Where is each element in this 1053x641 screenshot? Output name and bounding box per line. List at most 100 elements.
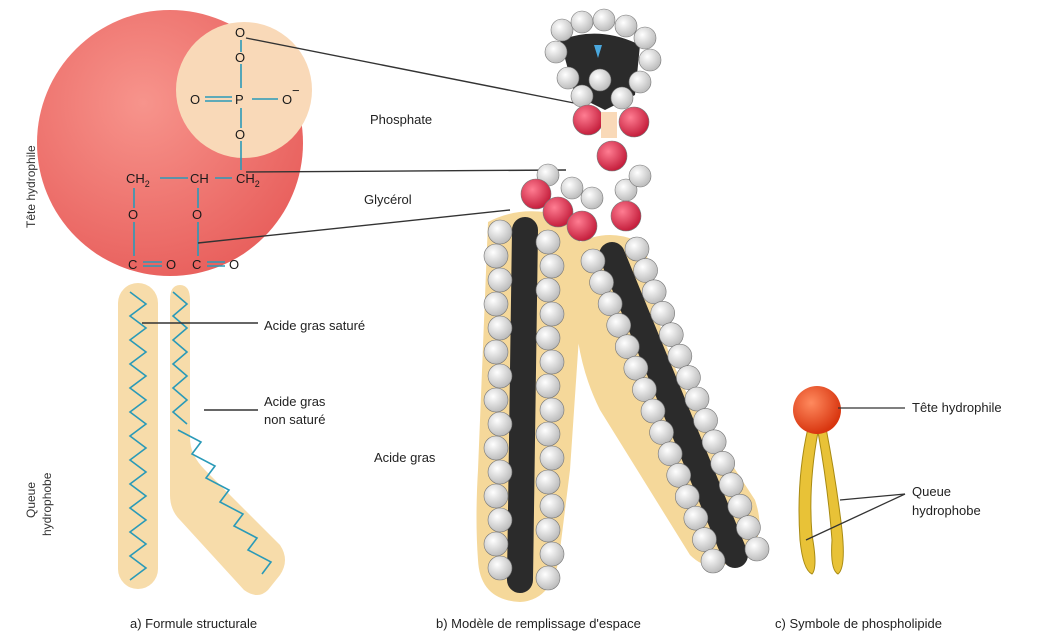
phospholipid-symbol (793, 386, 905, 574)
hydrogen-atom (728, 494, 752, 518)
hydrogen-atom (615, 335, 639, 359)
label-symbol-tail-1: Queue (912, 484, 951, 500)
hydrogen-atom (488, 460, 512, 484)
formula-c-right: C (192, 257, 201, 272)
label-unsaturated-2: non saturé (264, 412, 325, 428)
hydrogen-atom (650, 420, 674, 444)
oxygen-atom (611, 201, 641, 231)
hydrogen-atom (593, 9, 615, 31)
label-fatty-acid: Acide gras (374, 450, 435, 466)
symbol-tail-right (818, 428, 843, 574)
hydrogen-atom (641, 399, 665, 423)
hydrogen-atom (702, 430, 726, 454)
hydrogen-atom (589, 69, 611, 91)
hydrogen-atom (540, 254, 564, 278)
hydrogen-atom (540, 494, 564, 518)
label-glycerol: Glycérol (364, 192, 412, 208)
hydrogen-atom (484, 388, 508, 412)
hydrogen-atom (484, 244, 508, 268)
hydrogen-atom (571, 85, 593, 107)
formula-o-dbl-left: O (166, 257, 176, 272)
carbon-backbone (520, 230, 525, 580)
hydrogen-atom (540, 302, 564, 326)
hydrogen-atom (685, 387, 709, 411)
symbol-tail-left (799, 428, 818, 574)
hydrogen-atom (488, 364, 512, 388)
hydrogen-atom (536, 422, 560, 446)
hydrogen-atom (701, 549, 725, 573)
hydrogen-atom (536, 278, 560, 302)
label-unsaturated-1: Acide gras (264, 394, 325, 410)
hydrogen-atom (639, 49, 661, 71)
hydrogen-atom (484, 484, 508, 508)
formula-o-dbl-right: O (229, 257, 239, 272)
hydrogen-atom (607, 313, 631, 337)
side-label-head: Tête hydrophile (24, 145, 38, 228)
hydrogen-atom (615, 15, 637, 37)
hydrogen-atom (488, 268, 512, 292)
hydrogen-atom (659, 323, 683, 347)
hydrogen-atom (736, 516, 760, 540)
oxygen-atom (567, 211, 597, 241)
hydrogen-atom (694, 408, 718, 432)
symbol-head (793, 386, 841, 434)
hydrogen-atom (536, 374, 560, 398)
hydrogen-atom (711, 451, 735, 475)
hydrogen-atom (598, 292, 622, 316)
hydrogen-atom (540, 446, 564, 470)
formula-o-ester-right: O (192, 207, 202, 222)
caption-b: b) Modèle de remplissage d'espace (436, 616, 641, 631)
space-filling-model (477, 9, 770, 602)
hydrogen-atom (676, 366, 700, 390)
hydrogen-atom (540, 542, 564, 566)
hydrogen-atom (745, 537, 769, 561)
hydrogen-atom (692, 528, 716, 552)
label-symbol-head: Tête hydrophile (912, 400, 1002, 416)
formula-o-right: O (282, 92, 292, 107)
label-phosphate: Phosphate (370, 112, 432, 128)
hydrogen-atom (571, 11, 593, 33)
hydrogen-atom (581, 249, 605, 273)
hydrogen-atom (624, 356, 648, 380)
hydrogen-atom (675, 485, 699, 509)
formula-o-mid: O (235, 50, 245, 65)
caption-c: c) Symbole de phospholipide (775, 616, 942, 631)
hydrogen-atom (488, 508, 512, 532)
phosphorus-atom (601, 112, 617, 138)
formula-p: P (235, 92, 244, 107)
hydrogen-atom (611, 87, 633, 109)
hydrogen-atom (632, 378, 656, 402)
formula-minus-sign: − (292, 83, 300, 98)
hydrogen-atom (540, 398, 564, 422)
hydrogen-atom (484, 436, 508, 460)
oxygen-atom (597, 141, 627, 171)
structural-formula: O O O P O − O CH2 CH CH2 O O C O C O (37, 10, 312, 595)
hydrogen-atom (536, 326, 560, 350)
hydrogen-atom (484, 532, 508, 556)
hydrogen-atom (634, 258, 658, 282)
oxygen-atom (573, 105, 603, 135)
side-label-tail-1: Queue (24, 482, 38, 518)
hydrogen-atom (625, 237, 649, 261)
hydrogen-atom (629, 165, 651, 187)
hydrogen-atom (642, 280, 666, 304)
hydrogen-atom (536, 470, 560, 494)
hydrogen-atom (581, 187, 603, 209)
hydrogen-atom (557, 67, 579, 89)
formula-ch: CH (190, 171, 209, 186)
hydrogen-atom (658, 442, 682, 466)
formula-o-ester-left: O (128, 207, 138, 222)
label-saturated: Acide gras saturé (264, 318, 365, 334)
oxygen-atom (619, 107, 649, 137)
caption-a: a) Formule structurale (130, 616, 257, 631)
hydrogen-atom (545, 41, 567, 63)
formula-o-bottom: O (235, 127, 245, 142)
hydrogen-atom (536, 230, 560, 254)
label-symbol-tail-2: hydrophobe (912, 503, 981, 519)
saturated-tail-band (118, 283, 158, 589)
hydrogen-atom (684, 506, 708, 530)
hydrogen-atom (484, 340, 508, 364)
hydrogen-atom (551, 19, 573, 41)
